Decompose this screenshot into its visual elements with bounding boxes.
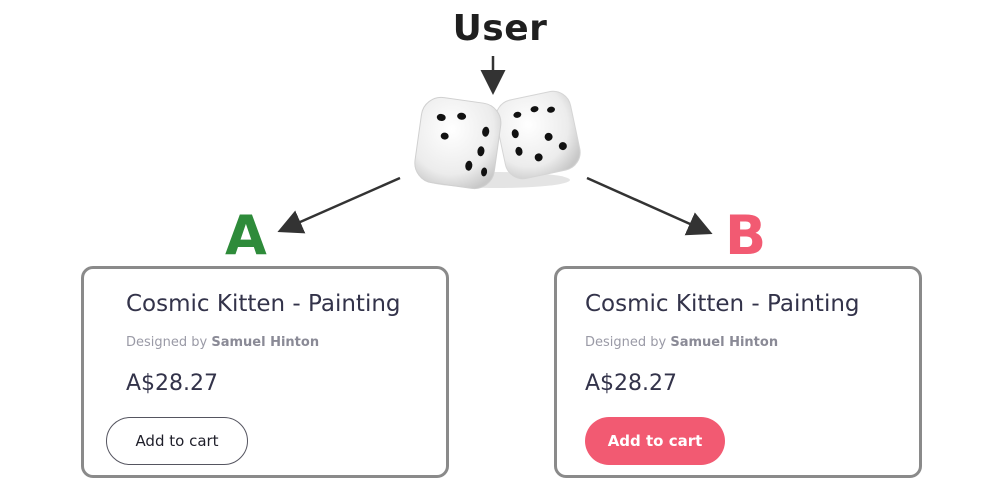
add-to-cart-button[interactable]: Add to cart (106, 417, 248, 465)
designer-line: Designed by Samuel Hinton (126, 335, 319, 350)
dice-to-b-arrow (586, 176, 713, 236)
product-card-a: Cosmic Kitten - Painting Designed by Sam… (81, 266, 449, 478)
product-title: Cosmic Kitten - Painting (585, 291, 860, 317)
product-price: A$28.27 (126, 371, 219, 396)
designer-name[interactable]: Samuel Hinton (211, 335, 320, 350)
add-to-cart-button[interactable]: Add to cart (585, 417, 725, 465)
user-label: User (452, 8, 548, 49)
designer-name[interactable]: Samuel Hinton (670, 335, 779, 350)
designed-by-prefix: Designed by (126, 335, 208, 350)
variant-b-label: B (725, 204, 767, 267)
dice-to-a-arrow (277, 176, 401, 234)
designer-line: Designed by Samuel Hinton (585, 335, 778, 350)
product-title: Cosmic Kitten - Painting (126, 291, 401, 317)
variant-a-label: A (225, 204, 267, 267)
designed-by-prefix: Designed by (585, 335, 667, 350)
dice-icon (414, 90, 581, 190)
product-price: A$28.27 (585, 371, 678, 396)
product-card-b: Cosmic Kitten - Painting Designed by Sam… (554, 266, 922, 478)
